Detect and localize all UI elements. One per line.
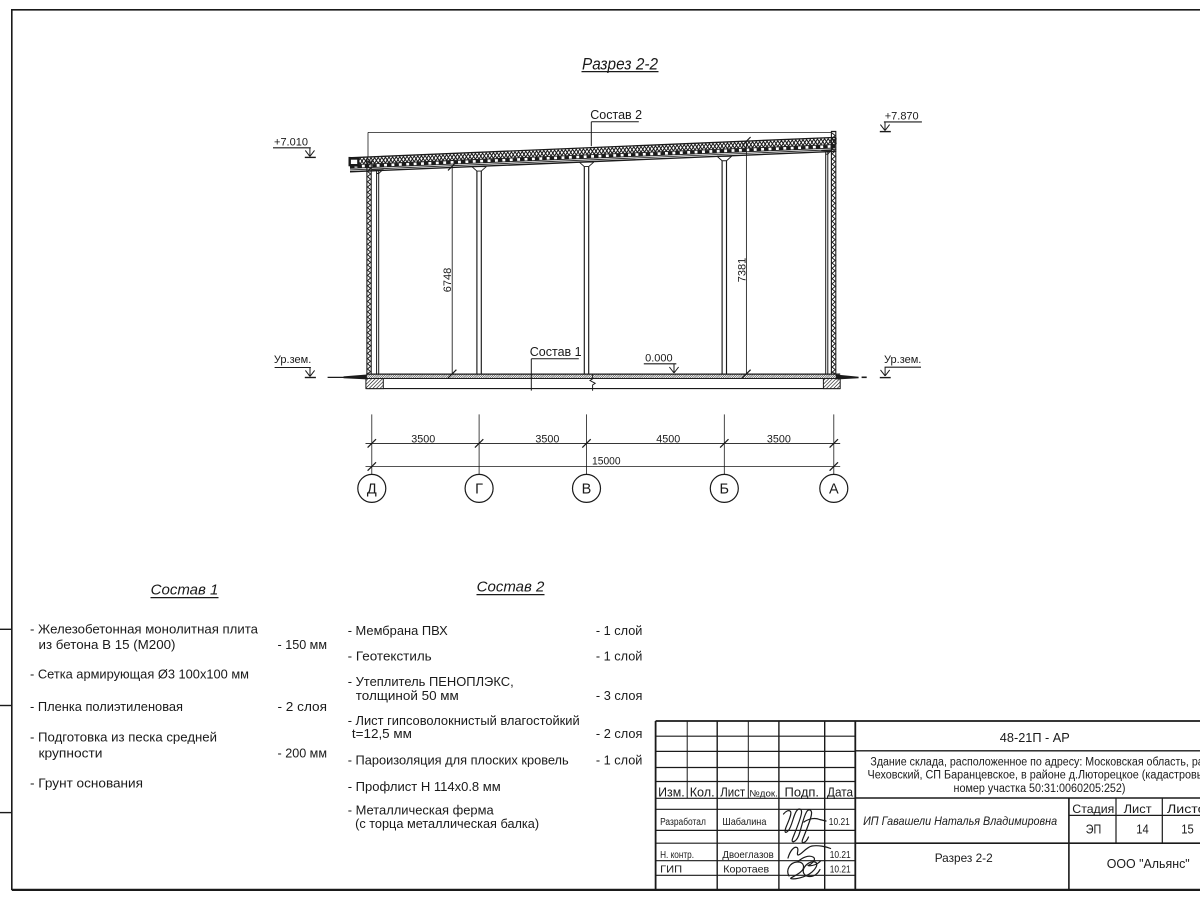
svg-text:- 1 слой: - 1 слой bbox=[596, 623, 643, 638]
svg-text:- 150 мм: - 150 мм bbox=[278, 637, 328, 652]
svg-text:+7.010: +7.010 bbox=[274, 137, 308, 149]
svg-text:- Лист гипсоволокнистый влагос: - Лист гипсоволокнистый влагостойкий bbox=[348, 713, 580, 728]
svg-text:В: В bbox=[582, 482, 592, 498]
svg-text:- 3 слоя: - 3 слоя bbox=[596, 688, 643, 703]
svg-text:(с торца металлическая балка): (с торца металлическая балка) bbox=[355, 816, 539, 831]
svg-text:Состав 2: Состав 2 bbox=[590, 108, 642, 122]
svg-text:- Сетка армирующая Ø3 100х100: - Сетка армирующая Ø3 100х100 мм bbox=[30, 667, 249, 682]
svg-text:Подп.: Подп. bbox=[785, 784, 820, 799]
svg-text:10.21: 10.21 bbox=[830, 850, 851, 861]
svg-text:А: А bbox=[829, 482, 839, 498]
svg-text:Б: Б bbox=[720, 482, 730, 498]
svg-text:- Металлическая ферма: - Металлическая ферма bbox=[348, 802, 495, 817]
svg-text:6748: 6748 bbox=[442, 268, 454, 292]
svg-text:крупности: крупности bbox=[39, 746, 103, 761]
svg-text:Чеховский, СП Баранцевское, в: Чеховский, СП Баранцевское, в районе д.Л… bbox=[868, 770, 1200, 782]
svg-text:Коротаев: Коротаев bbox=[723, 864, 769, 876]
svg-text:15: 15 bbox=[1181, 822, 1194, 837]
svg-text:7381: 7381 bbox=[736, 258, 748, 282]
svg-text:Изм.: Изм. bbox=[658, 784, 685, 799]
svg-text:- Мембрана ПВХ: - Мембрана ПВХ bbox=[348, 623, 448, 638]
svg-text:- Утеплитель ПЕНОПЛЭКС,: - Утеплитель ПЕНОПЛЭКС, bbox=[348, 674, 514, 689]
svg-text:- Пленка полиэтиленовая: - Пленка полиэтиленовая bbox=[30, 699, 183, 714]
svg-text:Разрез 2-2: Разрез 2-2 bbox=[582, 55, 658, 74]
svg-text:Состав 1: Состав 1 bbox=[530, 345, 582, 359]
svg-text:Кол.: Кол. bbox=[690, 784, 715, 799]
svg-text:Г: Г bbox=[475, 482, 483, 498]
svg-text:Состав 2: Состав 2 bbox=[477, 579, 545, 596]
svg-text:3500: 3500 bbox=[411, 433, 435, 445]
svg-text:Лист: Лист bbox=[720, 784, 745, 799]
svg-text:3500: 3500 bbox=[767, 433, 791, 445]
svg-text:Дата: Дата bbox=[827, 784, 854, 799]
svg-text:ГИП: ГИП bbox=[660, 865, 682, 876]
svg-text:Лист: Лист bbox=[1124, 802, 1153, 816]
svg-text:Здание склада, расположенное п: Здание склада, расположенное по адресу: … bbox=[870, 757, 1200, 769]
svg-text:- 2 слоя: - 2 слоя bbox=[278, 699, 328, 714]
svg-text:3500: 3500 bbox=[535, 433, 559, 445]
svg-text:4500: 4500 bbox=[656, 433, 680, 445]
svg-text:+7.870: +7.870 bbox=[885, 111, 919, 123]
svg-text:- Железобетонная монолитная п: - Железобетонная монолитная плита bbox=[30, 622, 259, 637]
svg-text:- Профлист Н 114х0.8 мм: - Профлист Н 114х0.8 мм bbox=[348, 779, 501, 794]
svg-text:Н. контр.: Н. контр. bbox=[660, 850, 694, 861]
svg-text:№док.: №док. bbox=[749, 789, 778, 800]
svg-text:Ур.зем.: Ур.зем. bbox=[274, 354, 311, 366]
svg-text:- 2 слоя: - 2 слоя bbox=[596, 726, 643, 741]
svg-text:Состав 1: Состав 1 bbox=[151, 582, 219, 599]
svg-text:- 1 слой: - 1 слой bbox=[596, 648, 643, 663]
svg-text:ЭП: ЭП bbox=[1086, 822, 1102, 837]
svg-text:- Пароизоляция для плоских кро: - Пароизоляция для плоских кровель bbox=[348, 752, 569, 767]
svg-text:0.000: 0.000 bbox=[645, 352, 673, 364]
svg-text:- Подготовка из песка средней: - Подготовка из песка средней bbox=[30, 730, 217, 745]
svg-text:10.21: 10.21 bbox=[829, 817, 850, 828]
svg-text:Д: Д bbox=[367, 482, 377, 498]
svg-text:- 1 слой: - 1 слой bbox=[596, 752, 643, 767]
svg-text:Листов: Листов bbox=[1167, 802, 1200, 816]
svg-text:толщиной 50 мм: толщиной 50 мм bbox=[356, 688, 459, 703]
svg-text:- 200 мм: - 200 мм bbox=[278, 746, 328, 761]
svg-text:из бетона В 15 (М200): из бетона В 15 (М200) bbox=[39, 637, 176, 652]
svg-text:Разрез 2-2: Разрез 2-2 bbox=[935, 851, 993, 865]
svg-text:10.21: 10.21 bbox=[830, 865, 851, 876]
svg-text:- Геотекстиль: - Геотекстиль bbox=[348, 648, 432, 663]
svg-text:Стадия: Стадия bbox=[1072, 802, 1114, 816]
svg-text:15000: 15000 bbox=[592, 456, 621, 468]
svg-text:Разработал: Разработал bbox=[660, 816, 706, 828]
svg-text:ИП Гавашели Наталья Владимиров: ИП Гавашели Наталья Владимировна bbox=[863, 814, 1057, 828]
svg-text:14: 14 bbox=[1136, 822, 1149, 837]
svg-text:t=12,5 мм: t=12,5 мм bbox=[352, 726, 412, 741]
svg-text:Шабалина: Шабалина bbox=[722, 816, 766, 828]
svg-text:номер участка 50:31:0060205:25: номер участка 50:31:0060205:252) bbox=[954, 783, 1126, 795]
svg-text:48-21П - АР: 48-21П - АР bbox=[1000, 730, 1070, 745]
svg-text:ООО "Альянс": ООО "Альянс" bbox=[1107, 856, 1190, 871]
svg-text:Двоеглазов: Двоеглазов bbox=[722, 849, 774, 861]
svg-text:Ур.зем.: Ур.зем. bbox=[884, 354, 921, 366]
svg-text:- Грунт основания: - Грунт основания bbox=[30, 776, 143, 791]
